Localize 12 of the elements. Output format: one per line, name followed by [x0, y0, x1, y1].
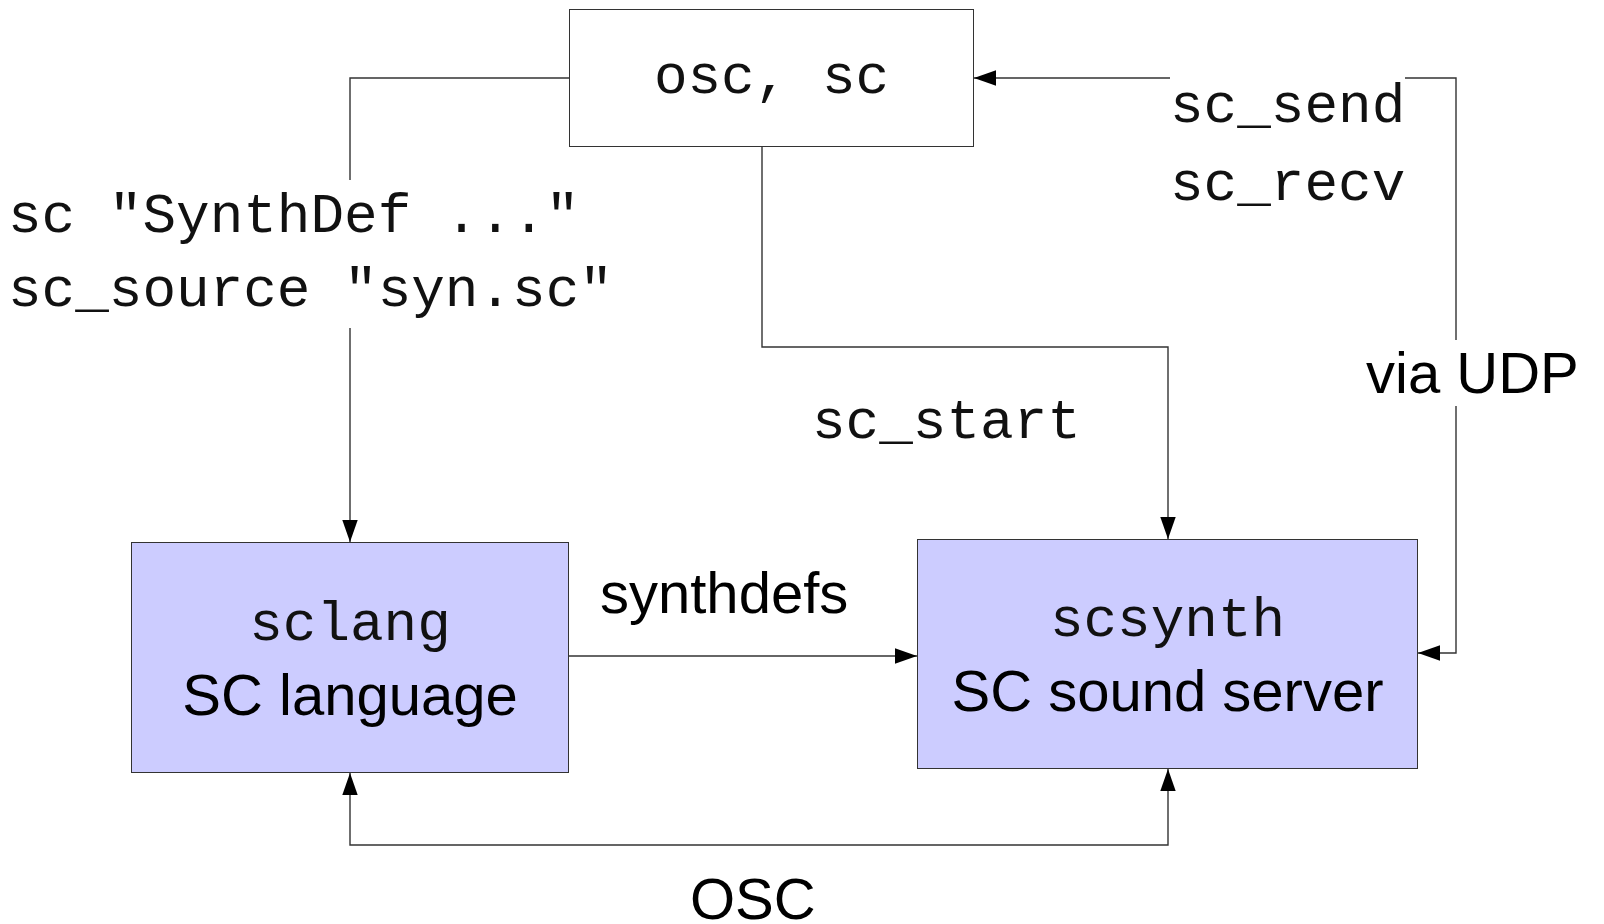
node-title: sclang	[249, 591, 451, 659]
arrow	[568, 648, 918, 664]
edge-label: via UDP	[1366, 340, 1579, 406]
module-box	[569, 9, 974, 147]
node-title: osc, sc	[653, 45, 890, 112]
node-subtitle: SC language	[182, 661, 518, 728]
process-box	[131, 542, 569, 773]
process-box	[917, 539, 1418, 769]
node-title: scsynth	[1049, 588, 1286, 655]
node-subtitle: SC sound server	[951, 658, 1384, 724]
arrow	[761, 146, 1176, 540]
arrow	[342, 768, 1176, 846]
